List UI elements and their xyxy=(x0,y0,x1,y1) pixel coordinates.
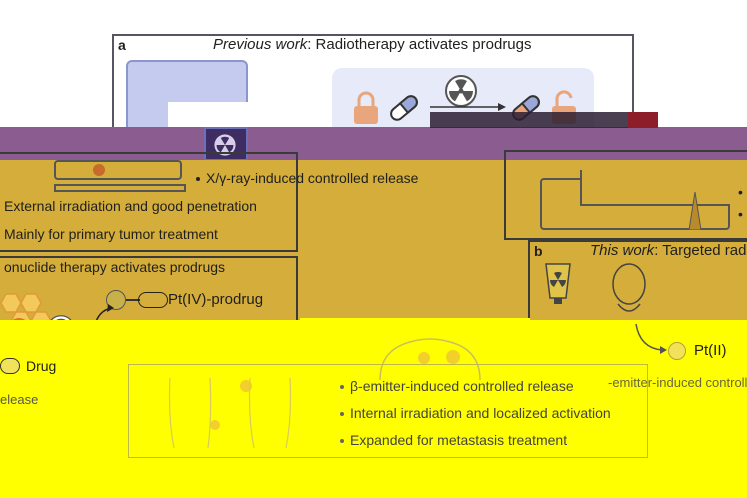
bullet-dot xyxy=(340,385,344,390)
hotspot-2 xyxy=(446,350,460,364)
panel-a-lower-frame xyxy=(0,152,298,252)
product-arrow xyxy=(635,323,667,354)
hotspot-1 xyxy=(418,352,430,364)
drug-capsule xyxy=(0,358,20,374)
reaction-arrow xyxy=(430,103,506,111)
patient-head-icon xyxy=(612,263,646,312)
glitch-dark-strip xyxy=(430,112,630,128)
bullet-dot xyxy=(340,412,344,417)
linac-shift-gap xyxy=(580,170,730,206)
panel-a-letter: a xyxy=(118,37,126,53)
panel-a-title-rest: : Radiotherapy activates prodrugs xyxy=(307,36,532,53)
panel-b-title-italic: This work xyxy=(590,242,655,259)
panel-b-bullets-frame xyxy=(128,364,648,458)
bullet-dot xyxy=(340,439,344,444)
lock-icon xyxy=(354,91,378,124)
bed-base xyxy=(54,184,186,192)
release-fragment: elease xyxy=(0,392,39,407)
glitch-red-block xyxy=(628,112,658,128)
prodrug-capsule xyxy=(138,292,168,308)
pt-ii-atom xyxy=(668,342,686,360)
radiation-icon-small xyxy=(214,134,236,156)
bullet-dot xyxy=(196,177,200,182)
purple-glitch-band xyxy=(0,127,747,161)
panel-a-bullet-3: Mainly for primary tumor treatment xyxy=(4,226,218,242)
panel-a-title-italic: Previous work xyxy=(213,36,308,53)
capsule-icon xyxy=(390,95,418,121)
panel-a-bullet-1: X/γ-ray-induced controlled release xyxy=(196,170,418,186)
prodrug-atom xyxy=(106,290,126,310)
bullet-fragment-1: • xyxy=(738,184,743,200)
patient-body-icon xyxy=(379,338,481,380)
panel-b-subtitle: onuclide therapy activates prodrugs xyxy=(4,259,226,275)
yellow-glitch-band xyxy=(0,320,747,498)
panel-b-bullet-2: Internal irradiation and localized activ… xyxy=(340,405,611,421)
panel-b-bullet-2-text: Internal irradiation and localized activ… xyxy=(350,405,611,421)
panel-a-bullet-2: External irradiation and good penetratio… xyxy=(4,198,257,214)
panel-b-title-rest: : Targeted radi xyxy=(654,242,747,259)
bullet-fragment-2: • xyxy=(738,206,743,222)
panel-b-title: This work: Targeted radi xyxy=(590,242,747,259)
pt-ii-label: Pt(II) xyxy=(694,342,727,359)
prodrug-link xyxy=(126,299,140,301)
tumor-dot xyxy=(93,164,105,176)
mustard-overlap-bump xyxy=(300,318,530,336)
panel-a-bullet-1-text: X/γ-ray-induced controlled release xyxy=(206,170,419,186)
panel-a-bullet-2-text: External irradiation and good penetratio… xyxy=(4,198,257,214)
radiation-icon xyxy=(445,75,477,107)
panel-b-bullet-1: β-emitter-induced controlled release xyxy=(340,378,574,394)
panel-b-bullet-1-text: β-emitter-induced controlled release xyxy=(350,378,574,394)
hotspot-4 xyxy=(210,420,220,430)
patient-bed-shape xyxy=(54,160,182,180)
panel-b-bullet-3-text: Expanded for metastasis treatment xyxy=(350,432,568,448)
drug-label: Drug xyxy=(26,358,57,374)
prodrug-label: Pt(IV)-prodrug xyxy=(168,291,264,308)
vial-icon xyxy=(545,263,571,304)
panel-a-title: Previous work: Radiotherapy activates pr… xyxy=(213,36,532,53)
glitch-fragment: -emitter-induced controlled xyxy=(608,375,747,390)
beam-icon xyxy=(688,192,702,230)
legs-outline-icon xyxy=(168,378,292,448)
panel-b-bullet-3: Expanded for metastasis treatment xyxy=(340,432,567,448)
panel-a-right-shift xyxy=(504,150,747,240)
panel-b-letter: b xyxy=(534,243,543,259)
panel-a-bullet-3-text: Mainly for primary tumor treatment xyxy=(4,226,218,242)
